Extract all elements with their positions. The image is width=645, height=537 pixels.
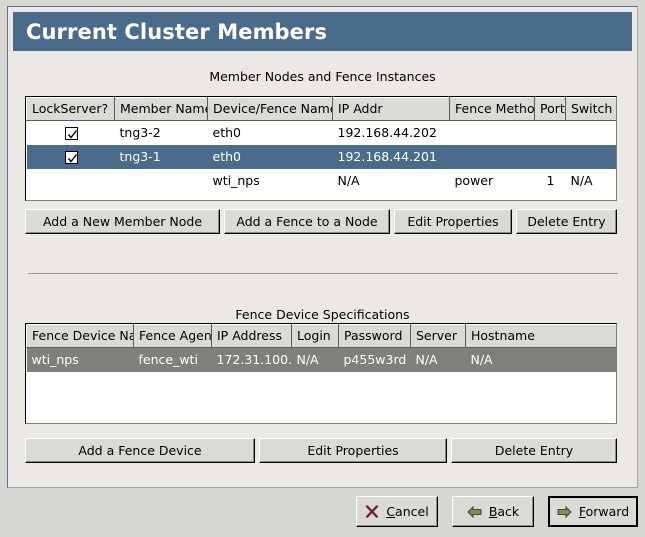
forward-suffix: orward — [585, 504, 630, 519]
title-bar: Current Cluster Members — [13, 12, 632, 51]
table-row[interactable]: wti_nps N/A power 1 N/A — [26, 168, 616, 193]
cell-login: N/A — [291, 347, 339, 372]
cell-ip-address: 172.31.100.1 — [211, 347, 292, 372]
member-edit-properties-button[interactable]: Edit Properties — [394, 209, 512, 234]
cell-lockserver[interactable] — [26, 120, 115, 145]
cell-port — [534, 144, 566, 169]
column-header-server[interactable]: Server — [410, 324, 466, 348]
back-mnemonic: B — [488, 504, 498, 519]
column-header-ip-addr[interactable]: IP Addr — [332, 97, 450, 121]
cell-device-fence-name: eth0 — [207, 120, 333, 145]
dialog-panel: Current Cluster Members Member Nodes and… — [7, 6, 638, 488]
cancel-button-label: Cancel — [386, 504, 428, 519]
cell-hostname: N/A — [465, 347, 616, 372]
cancel-x-icon — [365, 504, 379, 519]
fence-devices-table[interactable]: Fence Device Name Fence Agent IP Address… — [25, 323, 617, 424]
cell-fence-agent: fence_wti — [133, 347, 212, 372]
cell-port — [534, 120, 566, 145]
cell-server: N/A — [410, 347, 466, 372]
section-divider — [28, 273, 618, 274]
cell-port: 1 — [534, 168, 566, 193]
back-button-label: Back — [489, 504, 519, 519]
member-nodes-table[interactable]: LockServer? Member Name Device/Fence Nam… — [25, 96, 617, 201]
table-row[interactable]: tng3-2 eth0 192.168.44.202 — [26, 120, 616, 145]
cell-member-name: tng3-1 — [114, 144, 208, 169]
add-fence-device-button[interactable]: Add a Fence Device — [25, 438, 255, 463]
column-header-device-fence-name[interactable]: Device/Fence Name — [207, 97, 333, 121]
forward-button-label: Forward — [579, 504, 629, 519]
cell-lockserver[interactable] — [26, 144, 115, 169]
cell-switch: N/A — [565, 168, 616, 193]
add-fence-to-node-button[interactable]: Add a Fence to a Node — [224, 209, 390, 234]
lockserver-checkbox[interactable] — [64, 127, 78, 141]
lockserver-checkbox[interactable] — [64, 151, 78, 164]
cell-member-name: tng3-2 — [114, 120, 208, 145]
cancel-suffix: ancel — [395, 504, 429, 519]
column-header-lockserver[interactable]: LockServer? — [26, 97, 115, 121]
column-header-hostname[interactable]: Hostname — [465, 324, 616, 348]
forward-mnemonic: F — [578, 504, 586, 519]
fence-delete-entry-button[interactable]: Delete Entry — [451, 438, 617, 463]
cell-fence-method: power — [449, 168, 535, 193]
cancel-button[interactable]: Cancel — [356, 496, 438, 527]
cancel-mnemonic: C — [386, 504, 396, 519]
table-header-row: LockServer? Member Name Device/Fence Nam… — [26, 97, 616, 121]
cell-ip-addr: N/A — [332, 168, 450, 193]
table-row[interactable]: wti_nps fence_wti 172.31.100.1 N/A p455w… — [26, 347, 616, 372]
column-header-fence-device-name[interactable]: Fence Device Name — [26, 324, 134, 348]
cell-switch — [565, 120, 616, 145]
column-header-password[interactable]: Password — [338, 324, 411, 348]
member-delete-entry-button[interactable]: Delete Entry — [516, 209, 617, 234]
page-title: Current Cluster Members — [26, 19, 328, 44]
table-row[interactable]: tng3-1 eth0 192.168.44.201 — [26, 144, 616, 169]
cell-member-name — [114, 168, 208, 193]
cell-device-fence-name: wti_nps — [207, 168, 333, 193]
cell-lockserver — [26, 168, 115, 193]
arrow-right-icon — [557, 505, 572, 519]
cell-switch — [565, 144, 616, 169]
cell-device-fence-name: eth0 — [207, 144, 333, 169]
column-header-ip-address[interactable]: IP Address — [211, 324, 292, 348]
cell-password: p455w3rd — [338, 347, 411, 372]
forward-button[interactable]: Forward — [548, 496, 638, 527]
cell-ip-addr: 192.168.44.202 — [332, 120, 450, 145]
column-header-fence-agent[interactable]: Fence Agent — [133, 324, 212, 348]
cell-fence-method — [449, 144, 535, 169]
cell-fence-device-name: wti_nps — [26, 347, 134, 372]
fence-devices-grid: Fence Device Name Fence Agent IP Address… — [26, 324, 616, 372]
table-header-row: Fence Device Name Fence Agent IP Address… — [26, 324, 616, 348]
member-section-caption: Member Nodes and Fence Instances — [209, 69, 436, 84]
column-header-port[interactable]: Port — [534, 97, 566, 121]
cell-ip-addr: 192.168.44.201 — [332, 144, 450, 169]
column-header-member-name[interactable]: Member Name — [114, 97, 208, 121]
fence-edit-properties-button[interactable]: Edit Properties — [259, 438, 447, 463]
back-suffix: ack — [497, 504, 520, 519]
cell-fence-method — [449, 120, 535, 145]
arrow-left-icon — [467, 505, 482, 519]
column-header-switch[interactable]: Switch — [565, 97, 616, 121]
member-nodes-grid: LockServer? Member Name Device/Fence Nam… — [26, 97, 616, 193]
fence-section-caption: Fence Device Specifications — [235, 307, 410, 322]
add-new-member-node-button[interactable]: Add a New Member Node — [25, 209, 220, 234]
back-button[interactable]: Back — [452, 496, 534, 527]
column-header-fence-method[interactable]: Fence Method — [449, 97, 535, 121]
column-header-login[interactable]: Login — [291, 324, 339, 348]
